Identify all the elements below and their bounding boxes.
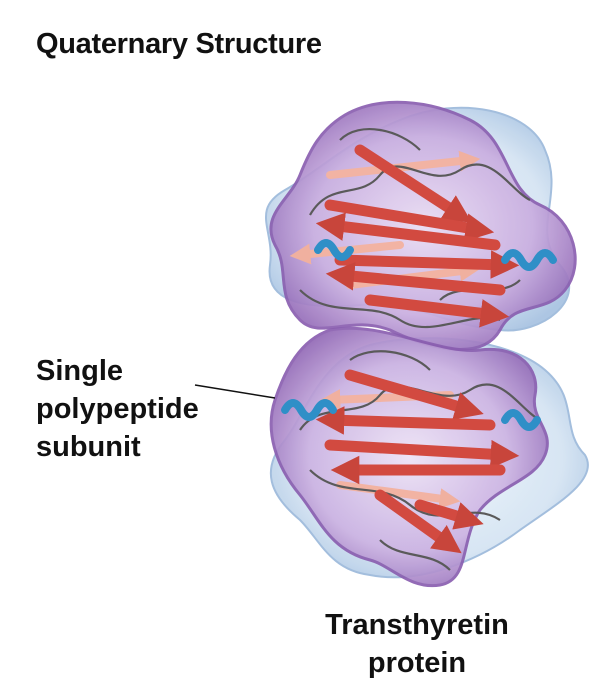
protein-label-line-1: Transthyretin <box>325 609 509 641</box>
subunit-label-line-1: Single <box>36 355 124 387</box>
figure-title: Quaternary Structure <box>36 28 322 60</box>
subunit-label-line-2: polypeptide <box>36 393 199 425</box>
bottom-subunit <box>269 326 549 588</box>
subunit-label-line-3: subunit <box>36 431 141 463</box>
subunit-leader-line <box>194 384 276 399</box>
subunit-label: Single polypeptide subunit <box>36 352 199 466</box>
protein-label-line-2: protein <box>367 647 467 679</box>
top-subunit <box>269 100 577 351</box>
protein-label: Transthyretin protein <box>292 606 542 682</box>
